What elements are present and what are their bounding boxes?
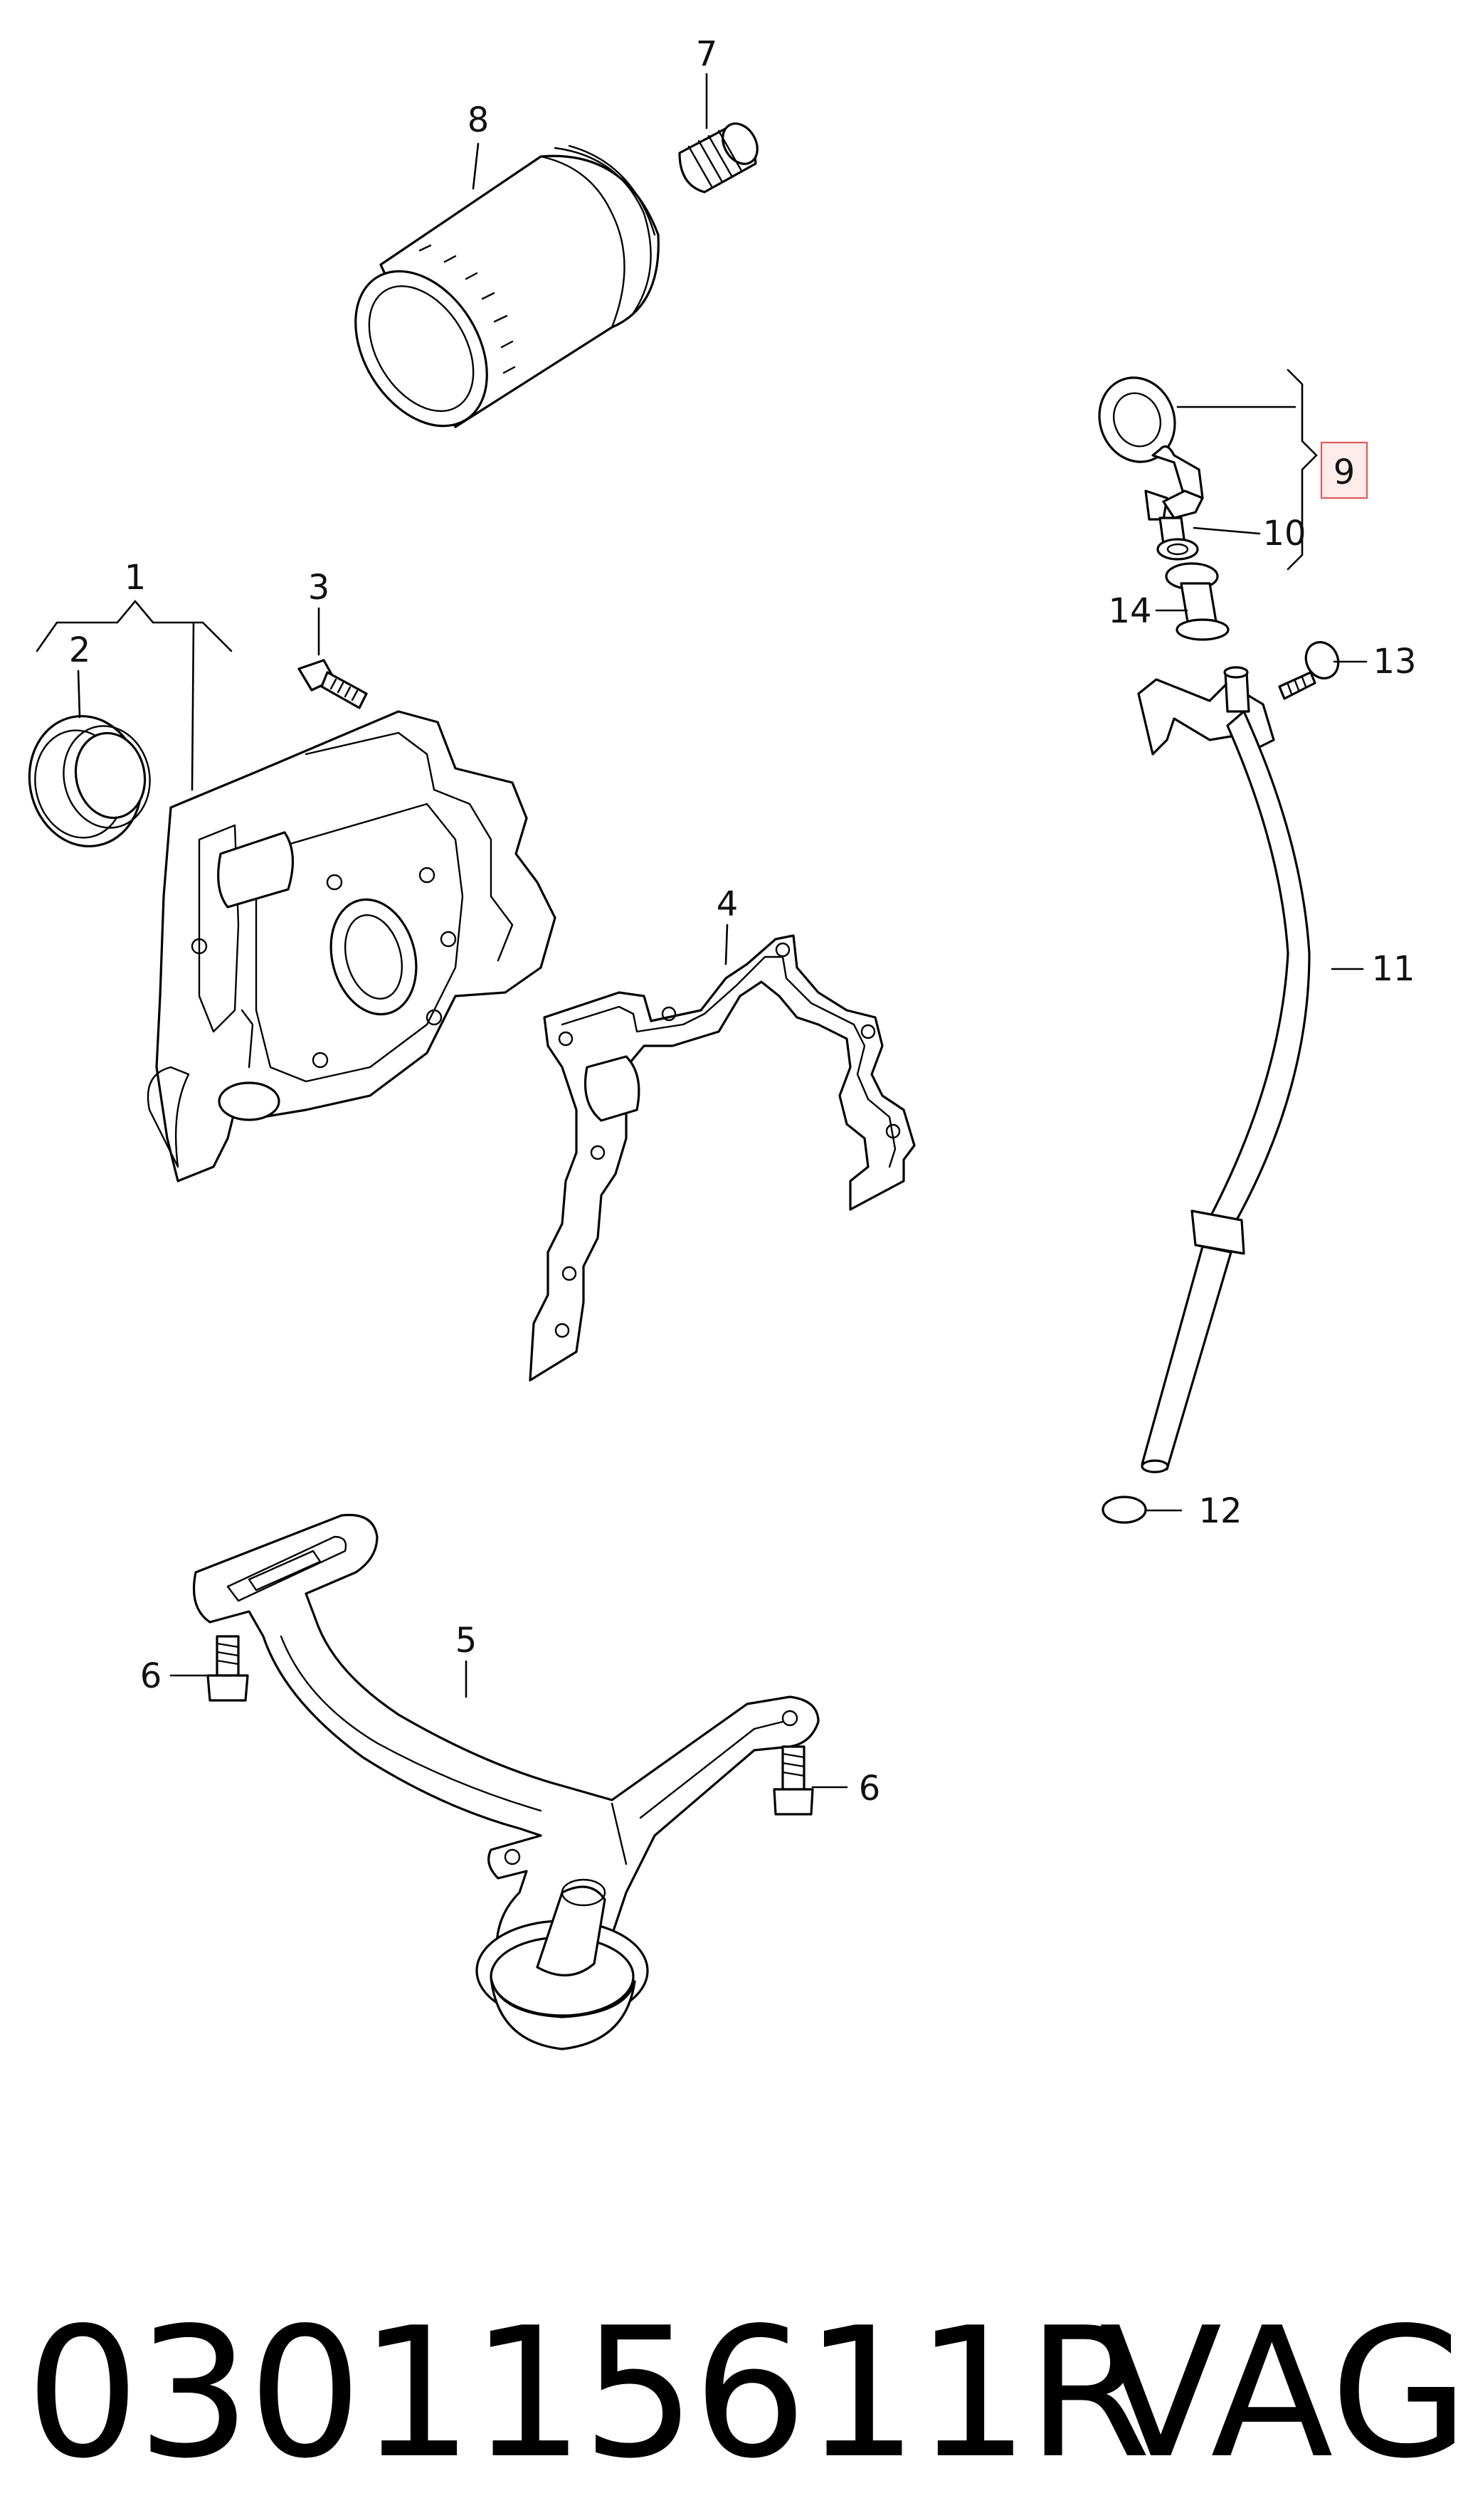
part-number-caption: 030115611R xyxy=(26,2289,1151,2498)
callout-1: 1 xyxy=(125,558,147,598)
pickup-bolt-right xyxy=(773,1745,814,1816)
callout-2: 2 xyxy=(69,630,91,670)
callout-labels: 8 7 1 2 3 4 5 6 6 9 10 14 13 11 12 xyxy=(69,34,1417,1809)
callout-14: 14 xyxy=(1108,591,1151,631)
seal-ring xyxy=(28,714,151,848)
callout-7: 7 xyxy=(696,34,718,74)
callout-8: 8 xyxy=(468,100,490,140)
callout-5: 5 xyxy=(455,1621,477,1661)
callout-11: 11 xyxy=(1371,949,1415,989)
dipstick-handle xyxy=(1098,376,1204,521)
dipstick-washer xyxy=(1156,517,1199,561)
callout-6-left: 6 xyxy=(140,1656,162,1696)
callout-9: 9 xyxy=(1333,452,1356,492)
callout-12: 12 xyxy=(1198,1491,1242,1531)
pump-gasket xyxy=(529,934,916,1382)
oil-pump-housing xyxy=(147,710,556,1182)
callout-4: 4 xyxy=(717,884,739,924)
oil-filter xyxy=(354,144,660,428)
callout-3: 3 xyxy=(308,568,330,608)
callout-13: 13 xyxy=(1373,642,1416,682)
threaded-stud xyxy=(678,122,759,194)
tube-bolt xyxy=(1278,641,1340,700)
pump-bolt xyxy=(297,659,368,709)
pickup-bolt-left xyxy=(206,1635,249,1702)
brand-caption: VAG xyxy=(1099,2289,1463,2498)
dipstick-guide-tube xyxy=(1137,666,1311,1473)
callout-10: 10 xyxy=(1262,514,1306,554)
callout-6-right: 6 xyxy=(859,1769,881,1809)
dipstick-grommet xyxy=(1165,562,1230,641)
oil-pickup-pipe xyxy=(192,1513,820,2050)
callout-9-highlight xyxy=(1320,441,1368,499)
tube-o-ring xyxy=(1102,1495,1147,1524)
leader-lines xyxy=(36,73,1368,1789)
